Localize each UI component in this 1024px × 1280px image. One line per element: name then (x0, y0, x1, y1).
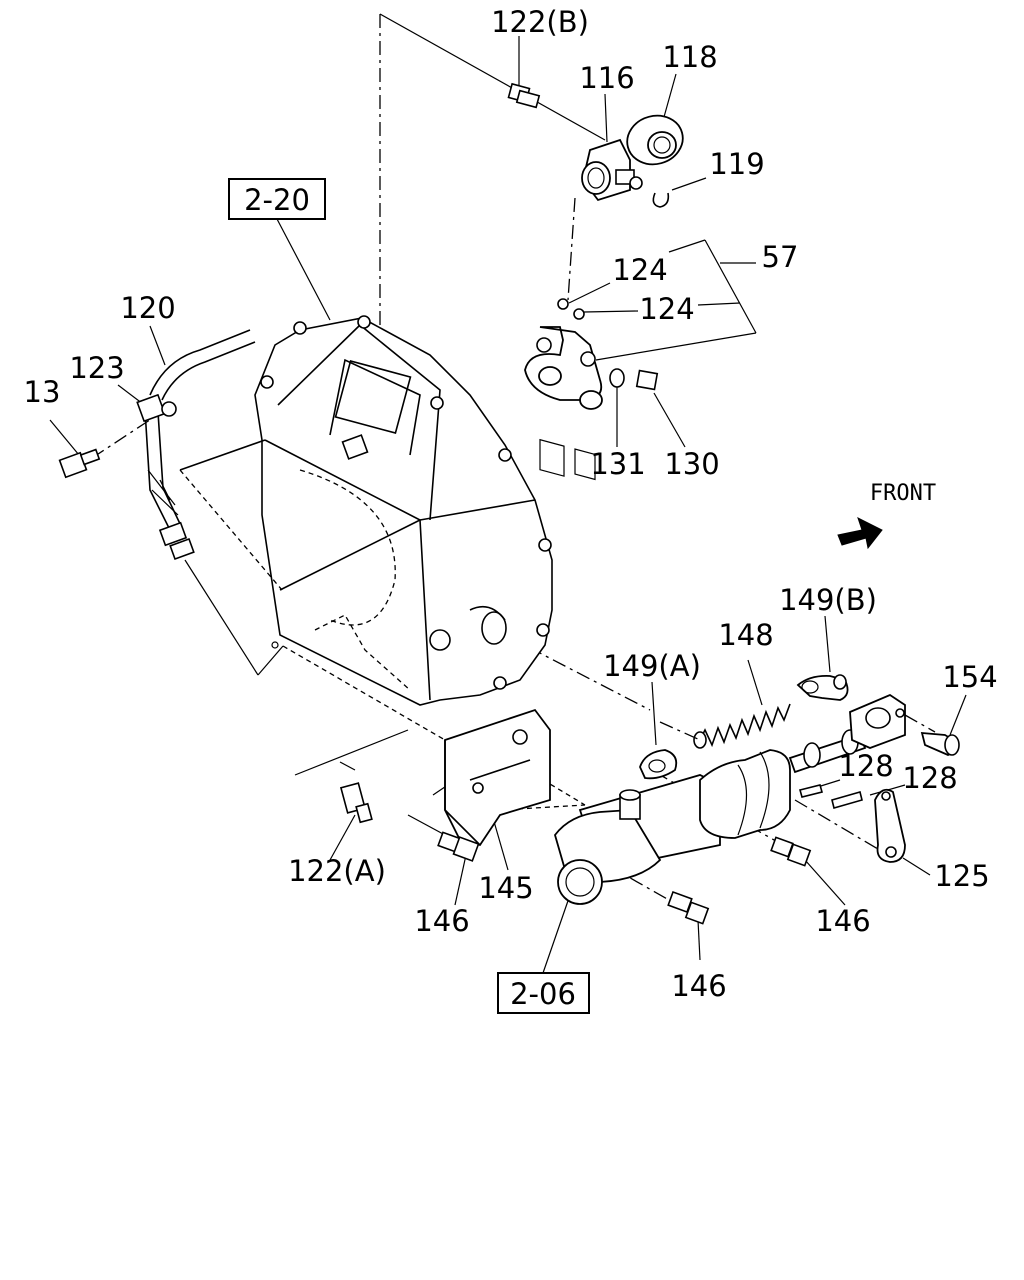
part-label-119: 119 (709, 147, 764, 181)
washer-131 (609, 368, 625, 388)
front-arrow-icon (837, 517, 883, 550)
part-label-124-b: 124 (639, 292, 694, 326)
pin-128-a (799, 784, 823, 798)
part-labels: 122(B) 116 118 119 124 124 57 131 130 12… (24, 5, 998, 1003)
part-label-125: 125 (934, 859, 989, 893)
bracket-149b (796, 674, 849, 701)
hose-120 (136, 329, 256, 561)
ref-box-2-06-label: 2-06 (510, 977, 576, 1011)
bracket-145 (444, 708, 551, 847)
bleeder-122a (339, 782, 373, 824)
lever-125 (874, 788, 906, 863)
part-label-146-b: 146 (815, 904, 870, 938)
part-label-154: 154 (942, 660, 997, 694)
bolt-13 (58, 448, 101, 479)
part-label-123: 123 (69, 351, 124, 385)
bolt-130 (635, 369, 659, 391)
part-label-148: 148 (718, 618, 773, 652)
part-label-146-c: 146 (671, 969, 726, 1003)
bleeder-122b (507, 82, 541, 109)
bolt-146-b (770, 836, 812, 867)
clutch-housing (179, 315, 553, 706)
front-direction: FRONT (837, 481, 936, 550)
clutch-cylinder (554, 693, 906, 905)
part-label-130: 130 (664, 447, 719, 481)
part-label-145: 145 (478, 871, 533, 905)
bolt-146-c (667, 890, 710, 925)
part-label-149b: 149(B) (779, 583, 877, 617)
pin-128-b (831, 791, 863, 809)
plate-149a (639, 749, 678, 780)
part-label-57: 57 (762, 240, 799, 274)
part-label-128-b: 128 (902, 761, 957, 795)
ref-box-2-06[interactable]: 2-06 (497, 972, 590, 1014)
part-label-120: 120 (120, 291, 175, 325)
leader-lines (49, 13, 967, 974)
bearing-118 (626, 114, 684, 166)
part-label-131: 131 (590, 447, 645, 481)
part-label-149a: 149(A) (603, 649, 701, 683)
part-label-122a: 122(A) (288, 854, 386, 888)
release-bearing-116 (581, 138, 643, 202)
pin-154 (920, 731, 960, 756)
part-label-122b: 122(B) (491, 5, 589, 39)
ref-box-2-20-label: 2-20 (244, 183, 310, 217)
part-label-116: 116 (579, 61, 634, 95)
spring-148 (659, 703, 791, 749)
release-fork-57 (524, 298, 603, 481)
part-label-118: 118 (662, 40, 717, 74)
part-label-124-a: 124 (612, 253, 667, 287)
part-label-146-a: 146 (414, 904, 469, 938)
bolt-146-a (437, 831, 480, 862)
part-label-13: 13 (24, 375, 61, 409)
ref-box-2-20[interactable]: 2-20 (228, 178, 326, 220)
front-label: FRONT (870, 481, 936, 506)
part-label-128-a: 128 (838, 749, 893, 783)
clip-119 (652, 192, 670, 208)
